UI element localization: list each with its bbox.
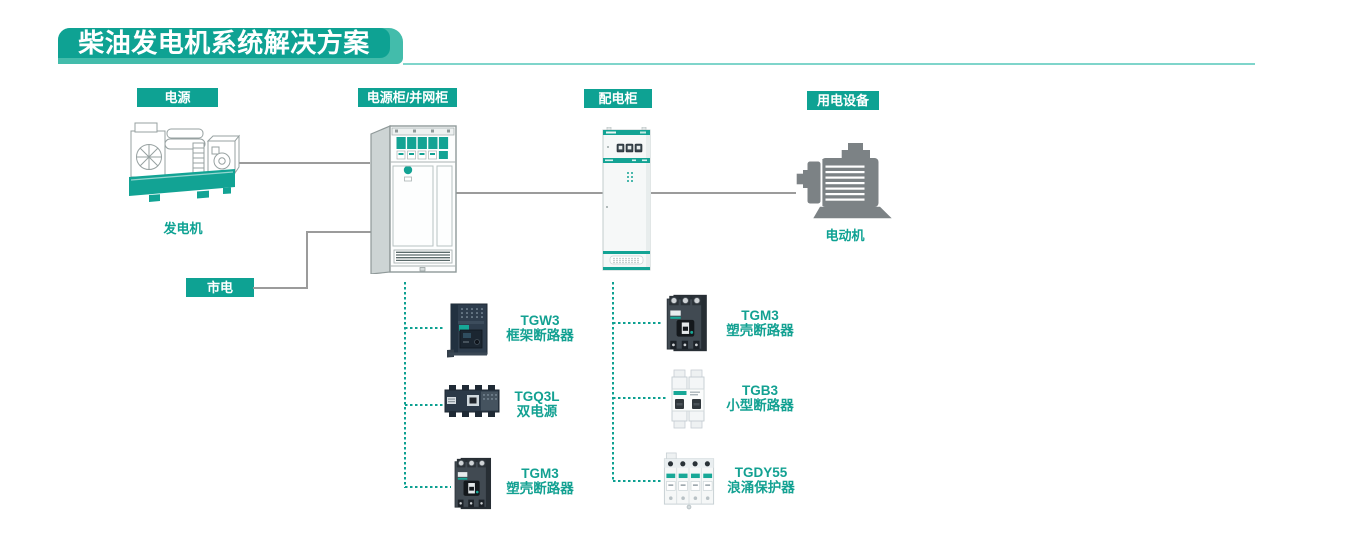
label-power-cabinet: 电源柜/并网柜	[358, 88, 457, 107]
product-model: TGB3	[741, 383, 778, 398]
power-cabinet-illustration	[370, 125, 457, 274]
product-model: TGM3	[741, 308, 779, 323]
label-mains-power: 市电	[186, 278, 254, 297]
dashed-branch-right-3	[613, 480, 662, 482]
product-name: 塑壳断路器	[506, 481, 574, 496]
product-label-tgq3l: TGQ3L 双电源	[491, 390, 583, 419]
connector-mains-h1	[253, 287, 308, 289]
product-model: TGQ3L	[514, 389, 560, 404]
dashed-branch-left-1	[405, 327, 445, 329]
dashed-branch-left-3	[405, 486, 451, 488]
label-power-source: 电源	[137, 88, 218, 107]
product-model: TGW3	[520, 313, 560, 328]
caption-motor: 电动机	[825, 228, 865, 243]
product-label-tgm3-left: TGM3 塑壳断路器	[494, 467, 586, 496]
product-model: TGDY55	[734, 465, 788, 480]
product-label-tgm3-right: TGM3 塑壳断路器	[714, 309, 806, 338]
product-name: 框架断路器	[506, 328, 574, 343]
product-label-tgw3: TGW3 框架断路器	[494, 314, 586, 343]
product-name: 双电源	[516, 404, 558, 419]
product-image-tgb3	[671, 369, 705, 429]
dashed-branch-left-2	[405, 404, 445, 406]
product-image-tgm3-left	[454, 457, 492, 510]
dashed-trunk-right	[612, 282, 614, 482]
product-image-tgdy55	[663, 452, 715, 510]
product-name: 浪涌保护器	[727, 480, 795, 495]
product-image-tgw3	[447, 303, 488, 358]
title-underline	[403, 63, 1255, 65]
product-name: 塑壳断路器	[726, 323, 794, 338]
dashed-trunk-left	[404, 282, 406, 488]
dashed-branch-right-2	[613, 397, 667, 399]
label-load-equipment: 用电设备	[807, 91, 879, 110]
product-image-tgm3-right	[666, 294, 707, 352]
product-model: TGM3	[521, 466, 559, 481]
product-name: 小型断路器	[726, 398, 794, 413]
label-distribution-cabinet: 配电柜	[584, 89, 652, 108]
connector-mains-v	[306, 231, 308, 289]
caption-generator: 发电机	[163, 221, 203, 236]
generator-illustration	[129, 122, 241, 202]
product-label-tgdy55: TGDY55 浪涌保护器	[715, 466, 807, 495]
connector-cabinet-to-cabinet	[456, 192, 603, 194]
motor-illustration	[796, 143, 892, 219]
dashed-branch-right-1	[613, 322, 662, 324]
distribution-cabinet-illustration	[602, 127, 651, 271]
connector-generator-to-cabinet	[236, 162, 370, 164]
product-label-tgb3: TGB3 小型断路器	[714, 384, 806, 413]
product-image-tgq3l	[444, 385, 500, 417]
connector-cabinet-to-motor	[651, 192, 796, 194]
connector-mains-h2	[306, 231, 371, 233]
page-title: 柴油发电机系统解决方案	[58, 28, 390, 58]
